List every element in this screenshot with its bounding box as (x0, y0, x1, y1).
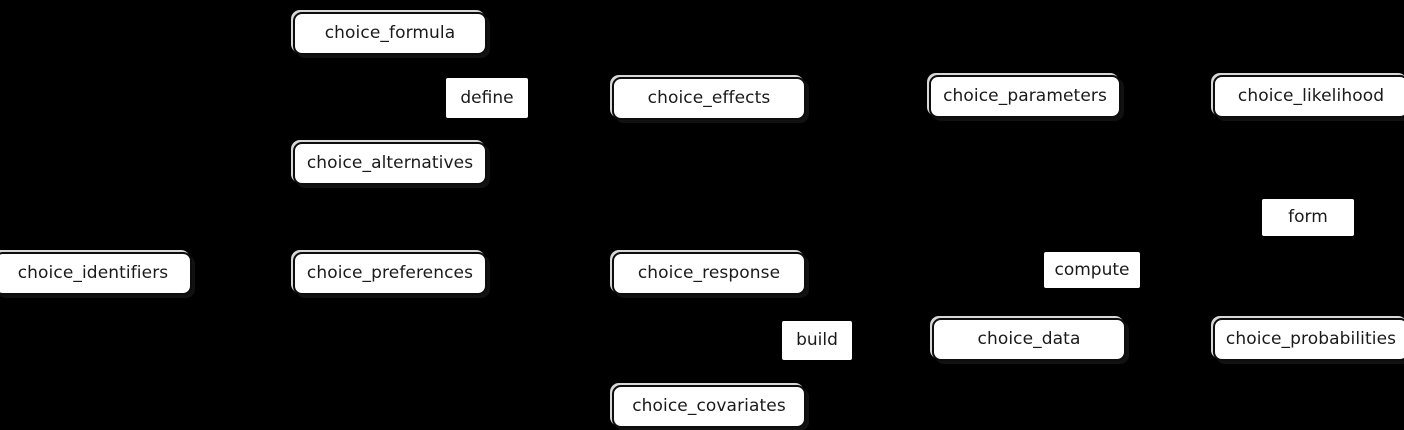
edge-label-text: define (460, 87, 514, 108)
edge-label-text: build (796, 330, 838, 350)
node-choice-probabilities[interactable]: choice_probabilities (1213, 318, 1404, 361)
node-label: choice_alternatives (306, 153, 474, 173)
edge-label-text: form (1288, 207, 1328, 227)
node-choice-data[interactable]: choice_data (932, 318, 1126, 361)
edge-parameters-data (1024, 117, 1030, 319)
node-label: choice_probabilities (1225, 329, 1397, 349)
node-choice-identifiers[interactable]: choice_identifiers (0, 252, 192, 295)
node-label: choice_effects (647, 88, 771, 108)
node-choice-effects[interactable]: choice_effects (612, 77, 806, 120)
node-label: choice_preferences (306, 263, 474, 283)
edge-label-text: compute (1054, 259, 1130, 280)
edge-label-compute: compute (1044, 252, 1140, 288)
node-choice-response[interactable]: choice_response (612, 252, 806, 295)
node-choice-formula[interactable]: choice_formula (293, 12, 487, 55)
node-label: choice_parameters (943, 86, 1107, 106)
edge-label-build: build (782, 321, 852, 360)
node-choice-likelihood[interactable]: choice_likelihood (1213, 75, 1404, 118)
node-label: choice_data (977, 329, 1081, 349)
edge-label-form: form (1262, 199, 1354, 236)
node-label: choice_formula (324, 23, 456, 43)
edge-label-define: define (446, 78, 528, 118)
node-label: choice_covariates (632, 396, 786, 416)
node-label: choice_identifiers (17, 263, 169, 283)
node-choice-alternatives[interactable]: choice_alternatives (293, 142, 487, 185)
node-choice-covariates[interactable]: choice_covariates (612, 385, 806, 428)
node-choice-preferences[interactable]: choice_preferences (293, 252, 487, 295)
node-label: choice_likelihood (1237, 86, 1385, 106)
node-choice-parameters[interactable]: choice_parameters (929, 75, 1121, 118)
node-label: choice_response (637, 263, 781, 283)
